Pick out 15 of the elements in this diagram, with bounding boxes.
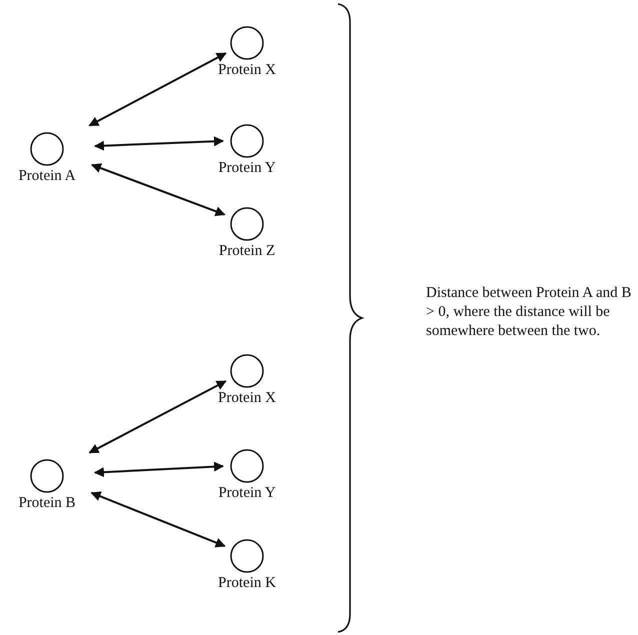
- double-arrow: [91, 163, 226, 216]
- protein-label: Protein X: [218, 390, 276, 407]
- double-arrow: [88, 380, 227, 454]
- protein-label: Protein A: [18, 168, 76, 185]
- protein-label: Protein B: [18, 495, 76, 512]
- protein-label: Protein K: [218, 575, 276, 592]
- protein-label: Protein Y: [218, 485, 276, 502]
- protein-label: Protein Y: [218, 160, 276, 177]
- double-arrow: [94, 136, 224, 151]
- note-text: Distance between Protein A and B > 0, where the distance will be somewhere between the two.: [426, 284, 632, 341]
- protein-label: Protein Z: [218, 243, 276, 260]
- double-arrow: [88, 52, 227, 126]
- double-arrow: [90, 492, 226, 548]
- protein-label: Protein X: [218, 62, 276, 79]
- double-arrow: [94, 462, 224, 478]
